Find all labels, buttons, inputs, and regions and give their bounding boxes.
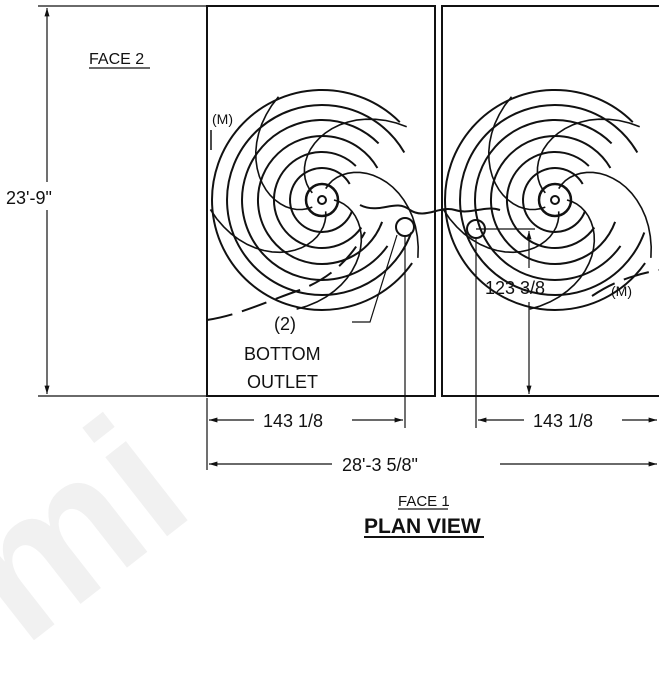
- dim-outlet-height-text: 123 3/8: [485, 278, 545, 298]
- spiral-right-arm: [529, 199, 596, 310]
- dashed-arc-left: [206, 231, 366, 321]
- dim-overall-text: 28'-3 5/8": [342, 455, 418, 475]
- spiral-left-hub: [317, 195, 327, 205]
- spiral-right-ring: [474, 119, 622, 281]
- spiral-right-arm: [442, 209, 560, 254]
- plan-view-title: PLAN VIEW: [364, 515, 481, 538]
- spiral-right-arm: [558, 171, 653, 258]
- spiral-left-arm: [325, 171, 420, 258]
- dim-height-text: 23'-9": [6, 188, 52, 208]
- plan-view-drawing: (M) (M) FACE 2 23'-9" (2) BOTTOM OUTLET …: [6, 5, 659, 538]
- spiral-left-ring: [289, 167, 354, 233]
- spiral-right-ring: [522, 167, 587, 233]
- outlet-leader-line: [352, 234, 398, 323]
- spiral-basin-right: [442, 88, 653, 311]
- spiral-right-hub: [550, 195, 560, 205]
- dim-offset-left-text: 143 1/8: [263, 411, 323, 431]
- outlet-label-line1: BOTTOM: [244, 344, 321, 364]
- spiral-right-hub: [537, 182, 573, 218]
- spiral-right-ring: [505, 151, 596, 250]
- spiral-right-ring: [489, 134, 617, 265]
- spiral-left-ring: [272, 151, 363, 250]
- spiral-basin-left: [209, 88, 420, 311]
- basin-connector-line: [359, 204, 501, 215]
- spiral-left-ring: [241, 119, 389, 281]
- spiral-left-ring: [211, 88, 413, 311]
- spiral-left-arm: [209, 209, 327, 254]
- outlet-count-label: (2): [274, 314, 296, 334]
- outlet-label-line2: OUTLET: [247, 372, 318, 392]
- spiral-right-arm: [536, 118, 640, 194]
- motor-label-right: (M): [611, 283, 632, 299]
- spiral-left-arm: [254, 96, 313, 211]
- spiral-right-ring: [459, 104, 646, 296]
- spiral-left-arm: [296, 199, 363, 310]
- spiral-right-arm: [487, 96, 546, 211]
- cell-left: [206, 5, 436, 397]
- face-2-label: FACE 2: [89, 51, 144, 68]
- dim-offset-right-text: 143 1/8: [533, 411, 593, 431]
- spiral-left-hub: [304, 182, 340, 218]
- spiral-left-arm: [303, 118, 407, 194]
- motor-label-left: (M): [212, 111, 233, 127]
- dashed-arc-right: [591, 269, 659, 297]
- spiral-left-ring: [226, 104, 413, 296]
- face-1-label: FACE 1: [398, 493, 450, 510]
